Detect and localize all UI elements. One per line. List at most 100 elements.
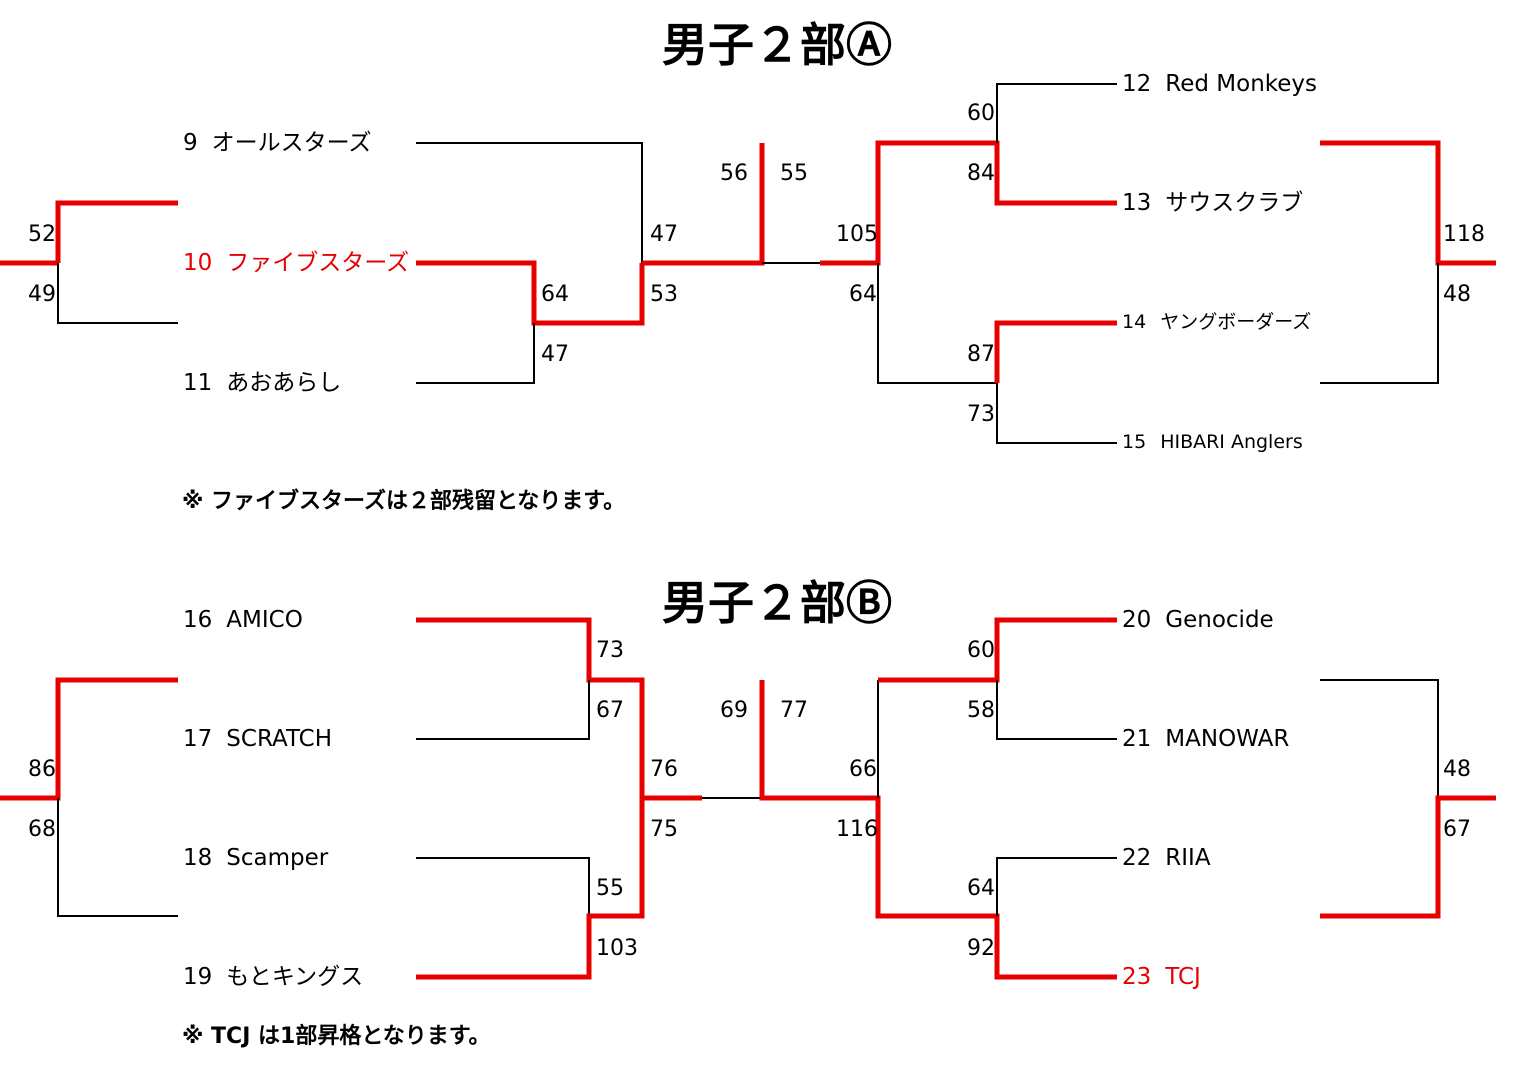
winner-line xyxy=(416,798,645,980)
team-name: MANOWAR xyxy=(1165,726,1290,752)
team-row-17: 17 SCRATCH xyxy=(183,728,332,751)
score: 84 xyxy=(967,161,995,186)
score: 47 xyxy=(541,342,569,367)
score: 73 xyxy=(596,638,624,663)
team-name: TCJ xyxy=(1165,964,1201,990)
team-seed: 9 xyxy=(183,130,198,156)
score: 87 xyxy=(967,342,995,367)
team-seed: 20 xyxy=(1122,607,1152,633)
score: 58 xyxy=(967,698,995,723)
team-name: サウスクラブ xyxy=(1165,190,1304,216)
bracket-line xyxy=(416,323,535,384)
team-seed: 13 xyxy=(1122,190,1152,216)
score: 53 xyxy=(650,282,678,307)
bracket-line xyxy=(416,680,590,740)
team-name: Genocide xyxy=(1165,607,1274,633)
team-row-11: 11 あおあらし xyxy=(183,372,341,395)
team-row-13: 13 サウスクラブ xyxy=(1122,192,1303,215)
bracket-line xyxy=(996,83,1117,143)
score: 47 xyxy=(650,222,678,247)
team-seed: 17 xyxy=(183,726,213,752)
team-name: ファイブスターズ xyxy=(226,250,410,276)
score: 49 xyxy=(28,282,56,307)
winner-line xyxy=(416,617,702,801)
bracket-line xyxy=(416,857,590,916)
team-name: HIBARI Anglers xyxy=(1160,431,1303,453)
bracket-line xyxy=(996,383,1117,444)
team-name: Red Monkeys xyxy=(1165,71,1318,97)
team-name: あおあらし xyxy=(226,370,342,396)
team-row-10: 10 ファイブスターズ xyxy=(183,252,409,275)
winner-line xyxy=(820,140,1117,266)
bracket-line xyxy=(1320,679,1439,798)
score: 103 xyxy=(596,936,638,961)
team-row-12: 12 Red Monkeys xyxy=(1122,73,1317,96)
bracket-b-title: 男子２部Ⓑ xyxy=(662,576,892,630)
bracket-line xyxy=(416,142,643,263)
team-seed: 21 xyxy=(1122,726,1152,752)
winner-line xyxy=(0,677,178,801)
winner-line xyxy=(878,617,1117,683)
winner-line xyxy=(55,200,178,263)
bracket-line xyxy=(1320,263,1439,384)
winner-line xyxy=(994,320,1117,383)
team-name: RIIA xyxy=(1165,845,1211,871)
team-row-16: 16 AMICO xyxy=(183,609,303,632)
score: 69 xyxy=(720,698,748,723)
bracket-line xyxy=(57,798,178,917)
score: 66 xyxy=(849,757,877,782)
team-row-22: 22 RIIA xyxy=(1122,847,1211,870)
winner-line xyxy=(759,680,1117,980)
team-seed: 10 xyxy=(183,250,213,276)
team-seed: 19 xyxy=(183,964,213,990)
team-name: Scamper xyxy=(226,845,329,871)
bracket-line xyxy=(877,263,997,384)
team-seed: 18 xyxy=(183,845,213,871)
team-row-18: 18 Scamper xyxy=(183,847,328,870)
score: 86 xyxy=(28,757,56,782)
winner-line xyxy=(416,260,645,326)
bracket-line xyxy=(57,263,178,324)
winner-line xyxy=(1320,140,1496,266)
score: 48 xyxy=(1443,757,1471,782)
team-name: AMICO xyxy=(226,607,303,633)
score: 64 xyxy=(967,876,995,901)
team-row-20: 20 Genocide xyxy=(1122,609,1274,632)
team-row-19: 19 もとキングス xyxy=(183,966,363,989)
team-row-14: 14 ヤングボーダーズ xyxy=(1122,313,1311,332)
team-row-23: 23 TCJ xyxy=(1122,966,1201,989)
team-seed: 16 xyxy=(183,607,213,633)
score: 60 xyxy=(967,638,995,663)
score: 52 xyxy=(28,222,56,247)
team-name: もとキングス xyxy=(226,964,364,990)
bracket-a-title: 男子２部Ⓐ xyxy=(662,18,892,72)
winner-line xyxy=(1320,795,1496,919)
team-row-21: 21 MANOWAR xyxy=(1122,728,1289,751)
score: 67 xyxy=(1443,817,1471,842)
team-seed: 12 xyxy=(1122,71,1152,97)
score: 68 xyxy=(28,817,56,842)
score: 60 xyxy=(967,101,995,126)
team-seed: 11 xyxy=(183,370,213,396)
team-seed: 14 xyxy=(1122,311,1147,333)
score: 116 xyxy=(836,817,878,842)
score: 67 xyxy=(596,698,624,723)
score: 77 xyxy=(780,698,808,723)
score: 105 xyxy=(836,222,878,247)
team-row-15: 15 HIBARI Anglers xyxy=(1122,433,1303,452)
score: 118 xyxy=(1443,222,1485,247)
bracket-b-note: ※ TCJ は1部昇格となります。 xyxy=(182,1024,491,1049)
score: 55 xyxy=(780,161,808,186)
team-seed: 15 xyxy=(1122,431,1147,453)
team-name: SCRATCH xyxy=(226,726,332,752)
team-name: ヤングボーダーズ xyxy=(1160,311,1312,333)
team-seed: 22 xyxy=(1122,845,1152,871)
score: 64 xyxy=(849,282,877,307)
score: 76 xyxy=(650,757,678,782)
score: 55 xyxy=(596,876,624,901)
bracket-a-note: ※ ファイブスターズは２部残留となります。 xyxy=(182,489,626,514)
score: 75 xyxy=(650,817,678,842)
team-seed: 23 xyxy=(1122,964,1152,990)
